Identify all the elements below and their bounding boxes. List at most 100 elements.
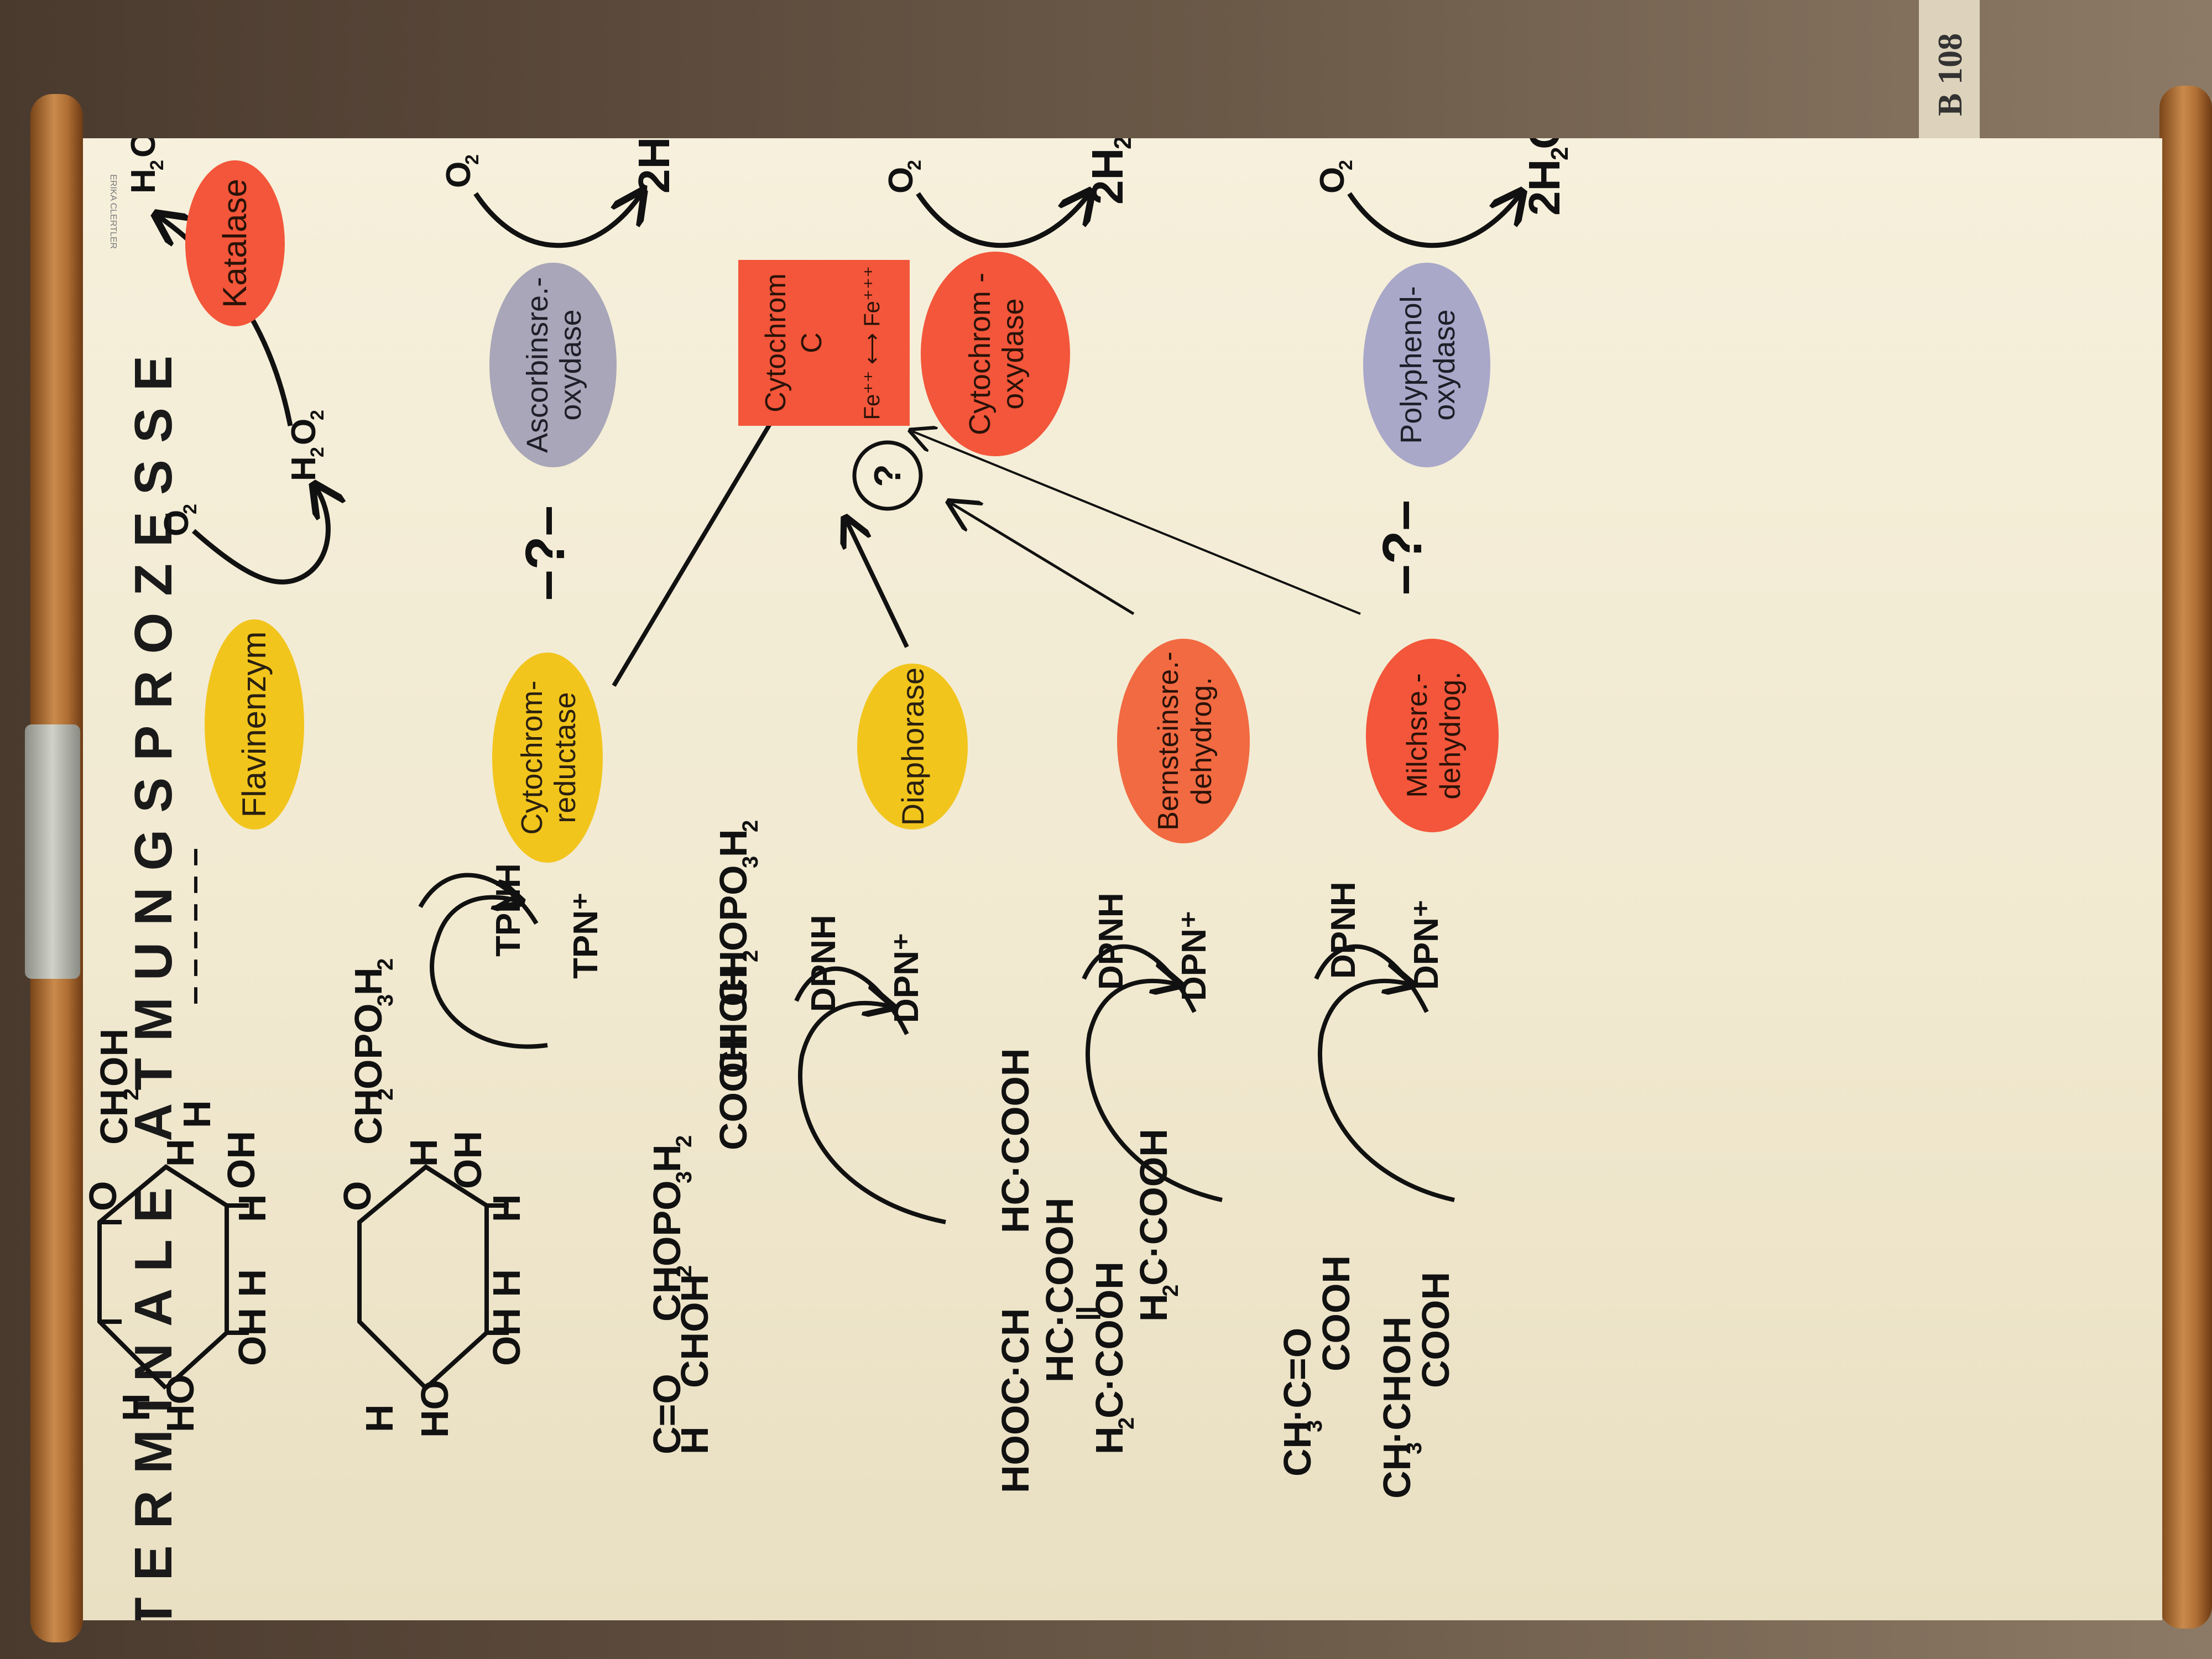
dpn-cycle-arc-2 — [1086, 981, 1223, 1202]
svg-text:H: H — [231, 1194, 274, 1222]
svg-text:2: 2 — [180, 504, 201, 514]
svg-text:H: H — [347, 967, 390, 995]
bernstein-to-unknown-arrow — [951, 503, 1135, 615]
svg-text:3: 3 — [1402, 1442, 1426, 1454]
cytochrom-oxydase-label-1: Cytochrom - — [963, 273, 997, 435]
svg-text:H: H — [1132, 1293, 1175, 1322]
svg-text:H: H — [1088, 1426, 1131, 1454]
ascorbinsre-label-2: oxydase — [554, 309, 587, 420]
o2-label-1: O2 — [158, 504, 201, 536]
polyphenol-label-1: Polyphenol- — [1395, 286, 1428, 444]
svg-text:COOH: COOH — [1314, 1255, 1358, 1371]
tpnh-label: TPNH — [489, 863, 528, 957]
svg-text:O: O — [83, 1181, 124, 1211]
svg-text:2: 2 — [373, 958, 398, 971]
svg-text:OH: OH — [220, 1131, 263, 1189]
svg-text:HC·COOH: HC·COOH — [1038, 1198, 1081, 1383]
succinate-fumarate-formulas: HOOC·CH HC·COOH ‖ HC·COOH H2C·COOH H2C·C… — [994, 1048, 1183, 1493]
milchsre-label-2: dehydrog. — [1434, 671, 1467, 799]
svg-text:CH: CH — [1276, 1421, 1319, 1477]
svg-text:2H: 2H — [1083, 148, 1132, 205]
katalase-label: Katalase — [216, 179, 253, 308]
glucose-phosphate-ring — [357, 1164, 509, 1390]
svg-text:2: 2 — [119, 1088, 143, 1100]
svg-text:2: 2 — [1546, 147, 1573, 160]
svg-text:CH: CH — [1375, 1443, 1418, 1499]
dpn-plus-label-1: DPN⁺ — [888, 932, 926, 1023]
ascorbin-o2-arc — [473, 194, 641, 248]
svg-text:C=O: C=O — [645, 1374, 688, 1454]
dpn-cycle-arc-1 — [798, 1003, 946, 1224]
svg-text:2H: 2H — [629, 138, 679, 194]
svg-text:3: 3 — [373, 994, 398, 1006]
svg-text:2: 2 — [307, 447, 328, 457]
tpn-cycle-arc — [430, 898, 548, 1049]
svg-text:HO: HO — [159, 1374, 202, 1432]
dpnh-label-1: DPNH — [805, 915, 843, 1012]
polyphenol-label-2: oxydase — [1428, 309, 1461, 420]
dpnh-label-2: DPNH — [1092, 893, 1130, 990]
svg-text:HO: HO — [413, 1380, 456, 1438]
svg-text:CH: CH — [347, 1089, 390, 1145]
diaphorase-to-unknown-arrow — [846, 520, 909, 648]
poster-title: TERMINALE ATMUNGSPROZESSE — [124, 339, 183, 1620]
cytochrom-reductase-label-2: reductase — [549, 692, 582, 823]
svg-text:OPO: OPO — [645, 1180, 688, 1266]
svg-text:3: 3 — [738, 856, 763, 868]
svg-text:2: 2 — [738, 820, 763, 832]
milchsre-to-cytochrom-c-arrow — [912, 431, 1361, 615]
flavin-dashes: – – – – – – — [175, 848, 212, 1005]
svg-text:2H: 2H — [1520, 159, 1569, 216]
bottom-wooden-rod — [2159, 86, 2212, 1629]
katalase-ellipse — [185, 160, 285, 326]
diaphorase-label: Diaphorase — [895, 667, 930, 826]
svg-text:O: O — [336, 1181, 379, 1211]
svg-text:H: H — [358, 1404, 401, 1432]
tpn-plus-label: TPN⁺ — [567, 892, 605, 979]
svg-text:2: 2 — [1109, 138, 1136, 149]
poster-content: TERMINALE ATMUNGSPROZESSE ERIKA CLERTLER… — [81, 84, 2162, 1630]
svg-text:O: O — [882, 167, 920, 194]
svg-text:O: O — [1313, 167, 1352, 194]
dpn-plus-label-2: DPN⁺ — [1175, 910, 1213, 1001]
svg-text:H: H — [159, 1139, 202, 1167]
svg-text:3: 3 — [1302, 1420, 1327, 1432]
svg-text:2: 2 — [738, 950, 763, 962]
cytochrom-c-label-1: Cytochrom — [760, 273, 792, 412]
dpn-return-arc-2 — [1082, 944, 1197, 1013]
bernsteinsre-ellipse — [1117, 639, 1250, 843]
o2-label-3: O2 — [882, 160, 925, 194]
cytochrom-oxydase-o2-arc — [916, 194, 1089, 248]
svg-text:OPO: OPO — [347, 1003, 390, 1089]
cytochrom-c-box — [738, 260, 910, 426]
svg-text:H: H — [175, 1100, 218, 1128]
svg-text:2: 2 — [672, 1135, 696, 1147]
svg-text:H: H — [124, 169, 163, 194]
svg-text:3: 3 — [672, 1171, 696, 1183]
svg-text:H: H — [645, 1144, 688, 1172]
svg-text:O: O — [158, 510, 196, 536]
polyphenol-oxydase-ellipse — [1363, 263, 1490, 467]
ascorbinsre-label-1: Ascorbinsre.- — [521, 277, 554, 453]
svg-text:CHOH: CHOH — [712, 964, 755, 1078]
lactate-pyruvate-formulas: CH3·C=O COOH CH3·CHOH COOH — [1276, 1255, 1457, 1499]
cytochrom-c-label-2: C — [796, 332, 828, 353]
svg-text:OH H: OH H — [231, 1269, 274, 1366]
o2-label-2: O2 — [440, 154, 483, 188]
cytochrom-c-iron-label: Fe⁺⁺ ⟷ Fe⁺⁺⁺ — [860, 266, 884, 420]
dpn-return-arc-3 — [1314, 944, 1429, 1013]
svg-text:C·COOH: C·COOH — [1132, 1129, 1175, 1286]
cytochrom-oxydase-label-2: oxydase — [997, 298, 1030, 409]
svg-text:HOOC·CH: HOOC·CH — [994, 1308, 1037, 1493]
svg-text:CH: CH — [712, 951, 755, 1006]
svg-text:2: 2 — [307, 410, 328, 420]
ascorbinsre-oxydase-ellipse — [489, 263, 617, 467]
poster-sheet — [83, 138, 2162, 1620]
dpnh-label-3: DPNH — [1324, 881, 1363, 979]
